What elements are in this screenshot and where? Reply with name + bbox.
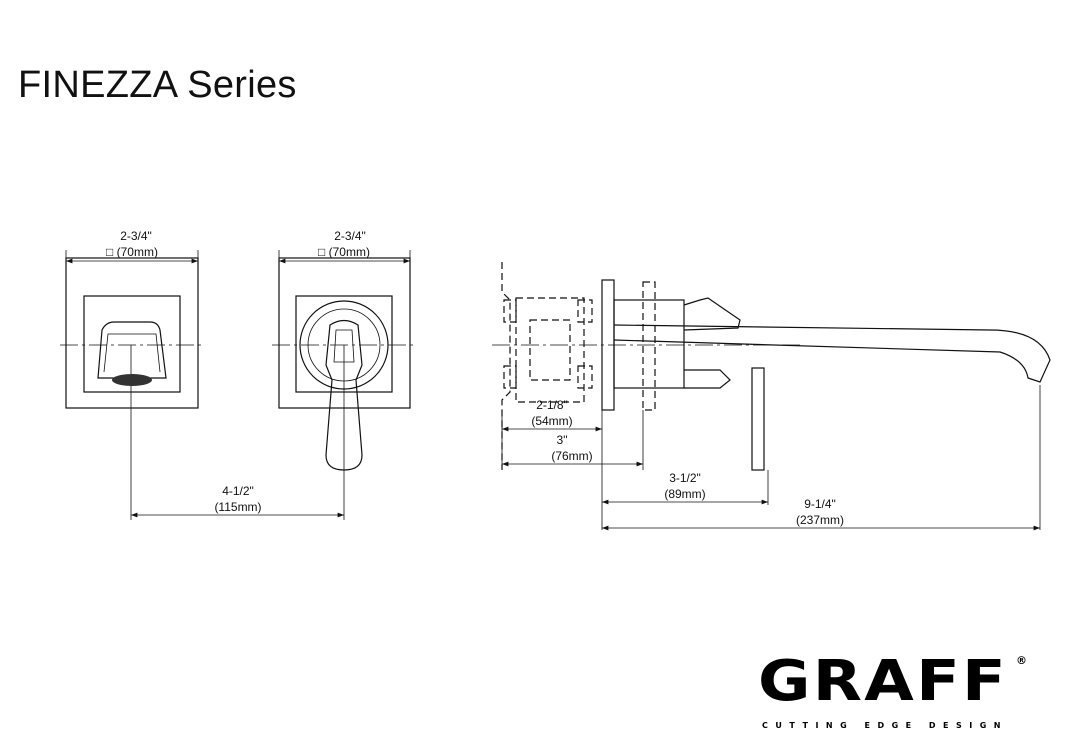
graff-logo: GRAFF ® CUTTING EDGE DESIGN — [758, 649, 1027, 730]
dim-label: 2-1/8" — [536, 398, 568, 412]
page-title: FINEZZA Series — [18, 64, 297, 106]
svg-text:®: ® — [1016, 654, 1027, 667]
dim-label: 4-1/2" — [222, 484, 254, 498]
svg-text:CUTTING EDGE DESIGN: CUTTING EDGE DESIGN — [762, 721, 1008, 730]
dim-label: 2-3/4" — [120, 229, 152, 243]
dim-label: 9-1/4" — [804, 497, 836, 511]
dim-label: (54mm) — [531, 414, 572, 428]
dim-label: (237mm) — [796, 513, 844, 527]
dim-label: 2-3/4" — [334, 229, 366, 243]
dim-label: (76mm) — [551, 449, 592, 463]
wall-depth-max-dimension: 3" (76mm) — [502, 433, 643, 467]
spout-reach-dimension: 9-1/4" (237mm) — [602, 497, 1040, 531]
center-distance-dimension: 4-1/2" (115mm) — [131, 484, 344, 518]
svg-text:GRAFF: GRAFF — [758, 649, 1008, 714]
dim-label: (89mm) — [664, 487, 705, 501]
handle-projection-dimension: 3-1/2" (89mm) — [602, 471, 768, 505]
spout-front-view: 2-3/4" □ (70mm) — [60, 229, 205, 520]
dim-label: 3-1/2" — [669, 471, 701, 485]
side-view — [492, 262, 1051, 530]
dim-label: □ (70mm) — [318, 245, 370, 259]
wall-depth-min-dimension: 2-1/8" (54mm) — [502, 398, 602, 432]
handle-front-view: 2-3/4" □ (70mm) — [272, 229, 416, 520]
dim-label: □ (70mm) — [106, 245, 158, 259]
dim-label: (115mm) — [214, 500, 261, 514]
dim-label: 3" — [557, 433, 568, 447]
